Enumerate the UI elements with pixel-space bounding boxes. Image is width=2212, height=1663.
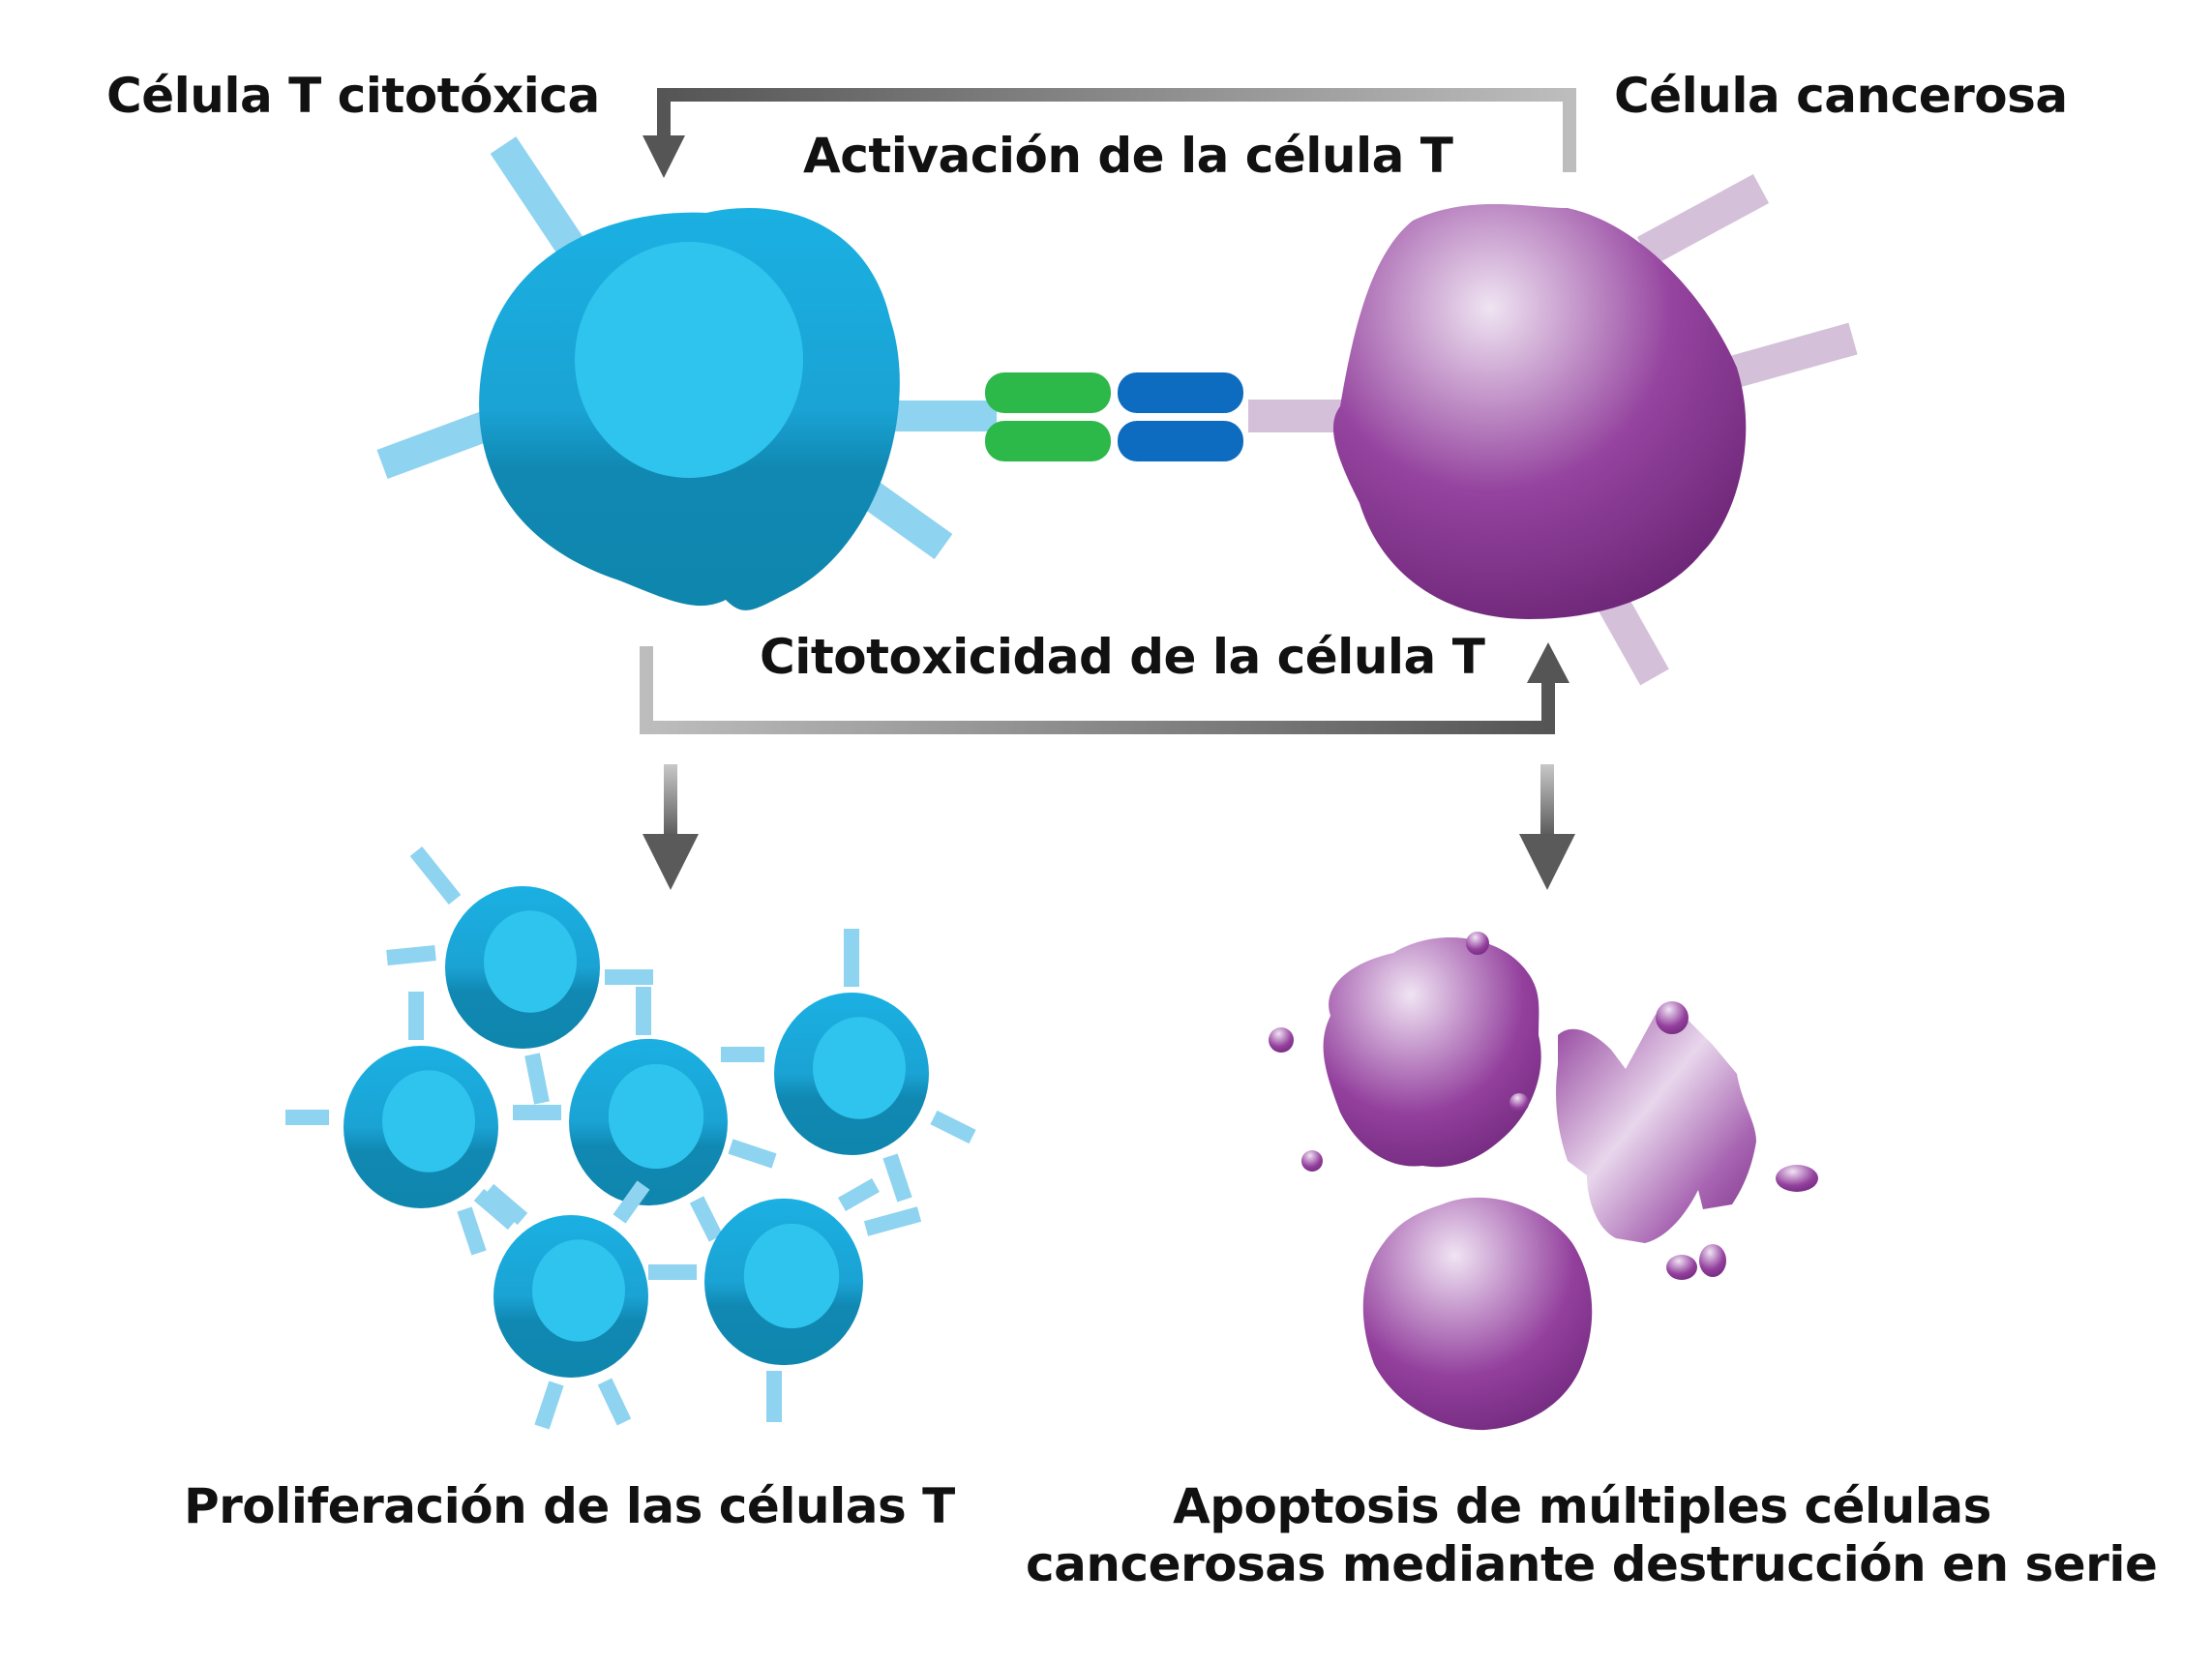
- linker-green-top: [985, 372, 1111, 413]
- activation-label: Activación de la célula T: [803, 128, 1453, 184]
- arrow-down-icon: [643, 834, 699, 890]
- linker-blue-top: [1118, 372, 1243, 413]
- apoptotic-fragment: [1666, 1255, 1697, 1280]
- cancer-cell-receptors: [1248, 174, 1858, 686]
- t-cell-receptor: [930, 1110, 976, 1144]
- down-arrow-right: [1519, 764, 1575, 890]
- t-cell-receptor: [473, 1188, 519, 1231]
- cytotoxic-t-cell: [479, 207, 900, 610]
- proliferating-t-cell: [386, 846, 653, 1105]
- apoptotic-cancer-cells: [1269, 932, 1818, 1431]
- apoptosis-label-line1: Apoptosis de múltiples células: [1173, 1478, 1991, 1534]
- t-cell-receptor: [838, 1178, 880, 1211]
- apoptotic-fragment: [1466, 932, 1489, 955]
- t-cell-receptor: [882, 1153, 912, 1203]
- t-cell-receptor: [524, 1053, 550, 1105]
- apoptotic-cell-fragmented: [1556, 1001, 1756, 1243]
- apoptotic-fragment: [1656, 1001, 1689, 1034]
- apoptosis-label-line2: cancerosas mediante destrucción en serie: [1026, 1536, 2158, 1592]
- proliferating-t-cell: [473, 1180, 650, 1430]
- t-cell-nucleus: [484, 910, 577, 1013]
- t-cell-nucleus: [382, 1070, 475, 1173]
- proliferating-t-cell: [648, 1178, 922, 1422]
- t-cell-receptor: [689, 1196, 724, 1242]
- cancer-cell: [1332, 203, 1747, 619]
- t-cell-receptor: [457, 1206, 487, 1256]
- t-cell-receptor: [613, 1180, 650, 1224]
- apoptotic-fragment: [1699, 1244, 1726, 1277]
- apoptotic-cell-round: [1362, 1197, 1593, 1431]
- cytotoxicity-arrow: [640, 642, 1569, 734]
- t-cell-receptor: [483, 1183, 528, 1226]
- apoptotic-fragment: [1301, 1150, 1323, 1172]
- proliferation-label: Proliferación de las células T: [184, 1478, 955, 1534]
- t-cell-nucleus: [575, 242, 803, 478]
- apoptotic-fragment: [1776, 1165, 1818, 1192]
- cytotoxicity-label: Citotoxicidad de la célula T: [760, 629, 1485, 685]
- t-cell-receptor: [863, 1206, 922, 1236]
- proliferating-t-cells: [285, 846, 976, 1430]
- t-cell-receptor: [534, 1381, 564, 1430]
- linker-blue-bottom: [1118, 421, 1243, 461]
- apoptotic-cell-1: [1323, 936, 1541, 1168]
- apoptotic-fragment: [1510, 1093, 1529, 1113]
- bispecific-linker: [985, 372, 1243, 461]
- arrow-head-down-icon: [643, 135, 685, 178]
- proliferating-t-cell: [285, 992, 528, 1256]
- activation-arrow: [643, 88, 1576, 178]
- arrow-down-icon: [1519, 834, 1575, 890]
- arrow-head-up-icon: [1527, 642, 1569, 683]
- t-cell-nucleus: [743, 1223, 840, 1329]
- apoptotic-fragment: [1269, 1027, 1294, 1053]
- t-cell-nucleus: [813, 1017, 906, 1119]
- t-cell-receptor: [597, 1378, 632, 1426]
- t-cell-nucleus: [532, 1239, 625, 1342]
- t-cell-receptor: [409, 846, 462, 905]
- cancer-cell-label: Célula cancerosa: [1614, 68, 2068, 124]
- down-arrow-left: [643, 764, 699, 890]
- proliferating-t-cell: [513, 987, 777, 1242]
- t-cell-receptor: [386, 945, 436, 965]
- linker-green-bottom: [985, 421, 1111, 461]
- t-cell-nucleus: [608, 1063, 704, 1170]
- t-cell-label: Célula T citotóxica: [106, 68, 600, 124]
- proliferating-t-cell: [721, 929, 976, 1203]
- t-cell-receptor: [728, 1139, 777, 1169]
